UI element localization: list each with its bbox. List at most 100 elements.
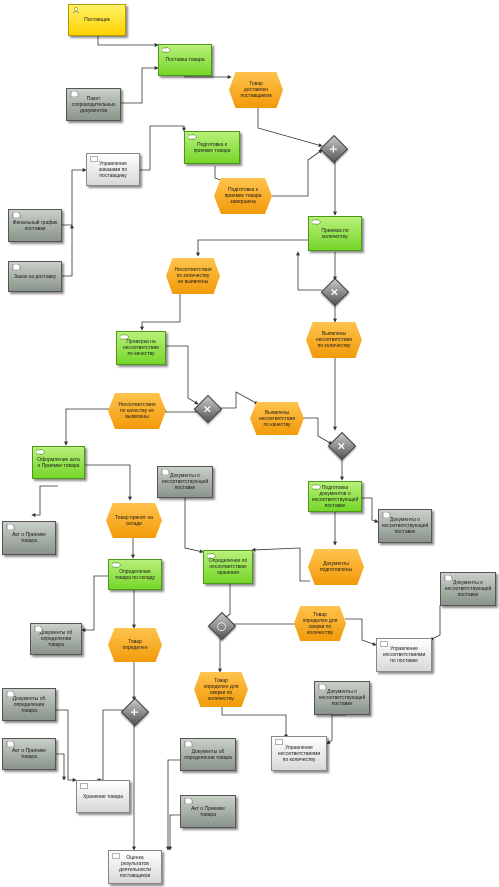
document-icon xyxy=(161,469,170,475)
node-label: Проверка на несоответствие по качеству xyxy=(122,339,160,357)
document-mismatch-prelim[interactable]: Документы о несоответствующей поставке xyxy=(157,466,213,498)
node-label: Заказ на доставку xyxy=(13,273,57,280)
edge xyxy=(54,753,66,781)
node-label: Оформление акта о Приемке товара xyxy=(37,456,80,469)
function-check-quality[interactable]: Проверка на несоответствие по качеству xyxy=(116,331,166,365)
node-label: Подготовка к приемке товара завершена xyxy=(224,187,262,205)
node-label: Выявлены несоответствия по качеству xyxy=(258,409,296,428)
document-icon xyxy=(70,91,79,97)
node-label: Документы о несоответствующей поставке xyxy=(381,517,429,535)
event-quality-issue[interactable]: Выявлены несоответствия по качеству xyxy=(250,402,304,435)
system-orders[interactable]: Управление заказами по поставщику xyxy=(86,153,140,186)
document-defined-3[interactable]: Документы об определении товара xyxy=(180,738,236,771)
system-icon xyxy=(90,156,98,162)
node-label: Документы о несоответствующей поставке xyxy=(161,473,209,491)
document-defined-2[interactable]: Документы об определении товара xyxy=(2,688,56,721)
node-label: Товар принят на складе xyxy=(115,514,153,527)
system-manage-qty[interactable]: Управление несоответствиями по количеств… xyxy=(271,736,327,771)
document-mismatch-right[interactable]: Документы о несоответствующей поставке xyxy=(440,572,496,606)
node-label: Подготовка документов о несоответствующе… xyxy=(311,484,359,509)
edge xyxy=(85,464,132,501)
event-qty-issue[interactable]: Выявлены несоответствия по количеству xyxy=(306,322,362,358)
system-icon xyxy=(80,783,88,789)
edge xyxy=(166,759,180,851)
edge xyxy=(62,168,87,226)
node-label: Акт о Приемке товара xyxy=(12,748,46,760)
event-defined-qty[interactable]: Товар определен для сверки по количеству xyxy=(194,672,248,707)
edge xyxy=(31,485,58,517)
node-label: Поставка товара xyxy=(165,57,205,63)
node-label: Выявлены несоответствия по количеству xyxy=(315,331,353,349)
function-delivery[interactable]: Поставка товара xyxy=(158,44,212,76)
function-define-storage[interactable]: Определение по несоответствию хранения xyxy=(203,550,253,584)
node-label: Управление несоответствиями по количеств… xyxy=(277,744,321,763)
person-icon xyxy=(72,7,80,13)
function-accept-qty[interactable]: Приемка по количеству xyxy=(308,216,362,251)
system-icon xyxy=(275,739,283,745)
document-act-2[interactable]: Акт о Приемке товара xyxy=(2,738,56,770)
document-act-3[interactable]: Акт о Приемке товара xyxy=(180,795,236,828)
function-arrow-icon xyxy=(188,134,197,140)
event-docs-ready[interactable]: Документы подготовлены xyxy=(308,549,364,585)
function-formalize[interactable]: Оформление акта о Приемке товара xyxy=(32,446,85,479)
document-package[interactable]: Пакет сопроводительных документов xyxy=(66,88,121,121)
node-label: Товар доставлен поставщиком xyxy=(240,81,272,99)
function-arrow-icon xyxy=(120,334,129,340)
edge xyxy=(166,345,199,405)
edge xyxy=(251,547,310,582)
edge xyxy=(163,408,198,413)
edge xyxy=(62,224,74,277)
node-label: Акт о Приемке товара xyxy=(191,805,225,818)
system-icon xyxy=(380,641,388,647)
document-act-accept[interactable]: Акт о Приемке товара xyxy=(2,521,56,555)
function-define-goods[interactable]: Определение товара по складу xyxy=(108,559,162,590)
event-delivered[interactable]: Товар доставлен поставщиком xyxy=(229,72,283,108)
edge xyxy=(257,107,323,148)
system-manage-supply[interactable]: Управление несоответствиями по поставке xyxy=(376,638,432,672)
document-icon xyxy=(6,524,15,530)
node-label: Определение по несоответствию хранения xyxy=(208,558,248,576)
role-supplier[interactable]: Поставщик xyxy=(68,4,126,36)
event-no-qty-issue[interactable]: Несоответствия по количеству не выявлены xyxy=(166,258,220,294)
function-arrow-icon xyxy=(207,553,216,559)
document-icon xyxy=(34,626,43,632)
system-storage[interactable]: Хранение товара xyxy=(76,780,130,813)
node-label: Хранение товара xyxy=(82,793,124,800)
node-label: Поставщик xyxy=(84,17,110,23)
function-arrow-icon xyxy=(312,484,321,490)
function-prepare-docs[interactable]: Подготовка документов о несоответствующе… xyxy=(308,481,362,512)
node-label: Документы об определении товара xyxy=(12,695,46,714)
edge xyxy=(184,497,204,554)
edge xyxy=(64,408,109,446)
document-order[interactable]: Заказ на доставку xyxy=(8,261,62,292)
document-icon xyxy=(12,264,21,270)
system-evaluate[interactable]: Оценка результатов деятельности поставщи… xyxy=(108,850,162,884)
event-prep-done[interactable]: Подготовка к приемке товара завершена xyxy=(214,178,272,214)
event-qty-check[interactable]: Товар определен для сверки по количеству xyxy=(294,606,346,641)
function-arrow-icon xyxy=(36,449,45,455)
node-label: Пакет сопроводительных документов xyxy=(71,95,116,114)
document-icon xyxy=(6,691,15,697)
document-icon xyxy=(382,512,391,518)
node-label: Определение товара по складу xyxy=(114,568,156,581)
function-prep-accept[interactable]: Подготовка к приемке товара xyxy=(184,131,240,164)
edge xyxy=(231,619,299,625)
node-label: Документы подготовлены xyxy=(319,561,353,573)
document-icon xyxy=(318,684,327,690)
node-label: Несоответствия по количеству не выявлены xyxy=(174,267,212,285)
node-label: Подготовка к приемке товара xyxy=(193,141,231,154)
node-label: Товар определен для сверки по количеству xyxy=(302,611,338,636)
edge xyxy=(196,239,308,257)
event-defined[interactable]: Товар определен xyxy=(108,628,162,662)
document-mismatch-3[interactable]: Документы о несоответствующей поставке xyxy=(314,681,370,715)
node-label: Документы об определении товара xyxy=(184,748,232,761)
document-mismatch-out[interactable]: Документы о несоответствующей поставке xyxy=(378,509,432,543)
event-accepted[interactable]: Товар принят на складе xyxy=(106,503,162,538)
document-defined[interactable]: Документы об определении товара xyxy=(30,623,82,655)
document-icon xyxy=(6,741,15,747)
document-schedule[interactable]: Финальный график поставки xyxy=(8,209,62,242)
document-icon xyxy=(184,741,193,747)
edge xyxy=(221,705,288,739)
event-no-quality-issue[interactable]: Несоответствия по качеству не выявлены xyxy=(108,393,166,429)
